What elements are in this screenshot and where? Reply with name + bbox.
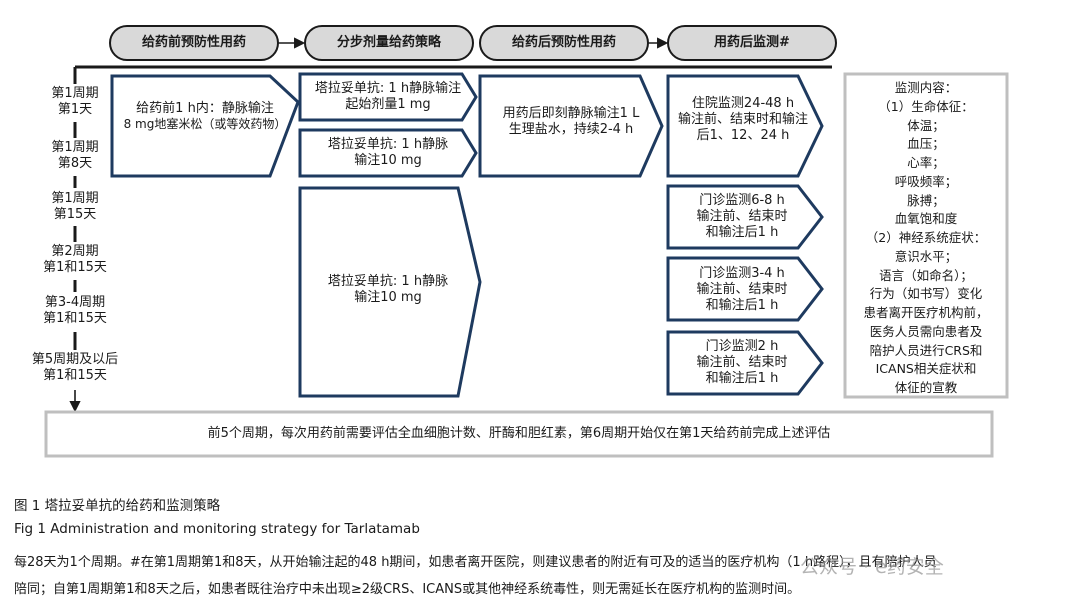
dose-step1-text: 塔拉妥单抗: 1 h静脉输注起始剂量1 mg bbox=[314, 81, 462, 112]
timeline-label-c1d8: 第1周期第8天 bbox=[51, 140, 99, 171]
footnote-line-2: 陪同；自第1周期第1和8天之后，如患者既往治疗中未出现≥2级CRS、ICANS或… bbox=[14, 582, 801, 597]
caption-en: Fig 1 Administration and monitoring stra… bbox=[14, 521, 420, 537]
dose-step2-chevron bbox=[298, 128, 478, 178]
monitor-chevron-1 bbox=[666, 74, 824, 178]
dose-step2-text: 塔拉妥单抗: 1 h静脉输注10 mg bbox=[327, 137, 449, 168]
dose-step1-chevron bbox=[298, 72, 478, 122]
dose-step3-chevron bbox=[298, 186, 482, 398]
monitor-chevron-3 bbox=[666, 256, 824, 322]
header-label-3: 给药后预防性用药 bbox=[511, 35, 616, 50]
watermark-text: 公众号 · e药安全 bbox=[800, 556, 944, 578]
monitoring-content-text: 监测内容： （1）生命体征： 体温； 血压； 心率； 呼吸频率； 脉搏； 血氧饱… bbox=[863, 80, 989, 395]
bottom-note-box bbox=[44, 410, 994, 458]
timeline-label-c2: 第2周期第1和15天 bbox=[43, 244, 107, 275]
header-label-1: 给药前预防性用药 bbox=[141, 35, 246, 50]
timeline-label-c1d15: 第1周期第15天 bbox=[51, 191, 99, 222]
caption-cn: 图 1 塔拉妥单抗的给药和监测策略 bbox=[14, 498, 221, 514]
dose-step3-text: 塔拉妥单抗: 1 h静脉输注10 mg bbox=[327, 274, 449, 305]
timeline-label-c5plus: 第5周期及以后第1和15天 bbox=[31, 352, 119, 383]
bottom-note-text: 前5个周期，每次用药前需要评估全血细胞计数、肝酶和胆红素，第6周期开始仅在第1天… bbox=[207, 426, 831, 441]
monitoring-content-box bbox=[843, 72, 1009, 399]
monitor-chevron-2 bbox=[666, 184, 824, 250]
header-label-4: 用药后监测# bbox=[714, 35, 790, 50]
premed-chevron bbox=[110, 74, 300, 178]
header-label-2: 分步剂量给药策略 bbox=[336, 35, 441, 50]
postmed-chevron bbox=[478, 74, 664, 178]
timeline-label-c3-4: 第3-4周期第1和15天 bbox=[43, 295, 107, 326]
monitor-chevron-4 bbox=[666, 330, 824, 396]
timeline-label-c1d1: 第1周期第1天 bbox=[51, 86, 99, 117]
footnote-line-1: 每28天为1个周期。#在第1周期第1和8天，从开始输注起的48 h期间，如患者离… bbox=[14, 555, 937, 570]
